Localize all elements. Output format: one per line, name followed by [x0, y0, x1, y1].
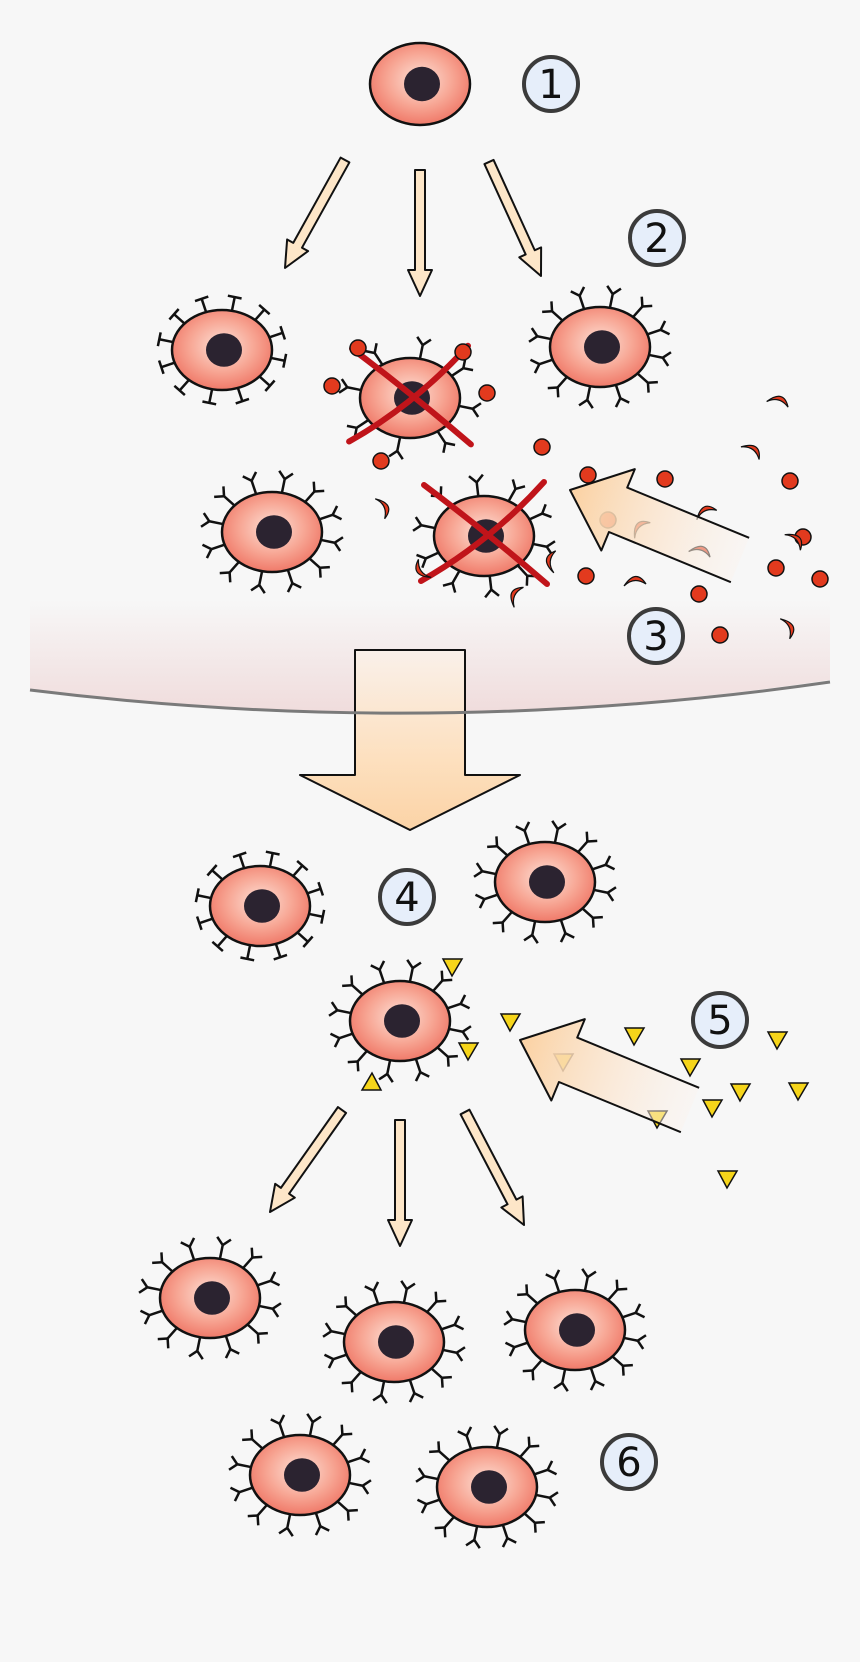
yellow-triangle-icon	[787, 1082, 810, 1102]
step-badge-2: 2	[628, 209, 686, 267]
receptor-cell-mid-left	[200, 470, 344, 594]
red-dot-icon	[811, 570, 829, 588]
receptor-cell-top-left	[156, 294, 288, 406]
expansion-arrow-right	[459, 1108, 525, 1226]
yellow-triangle-icon	[623, 1027, 646, 1047]
branch-arrow-right	[483, 158, 543, 277]
yellow-triangle-icon	[679, 1058, 702, 1078]
red-crescent-icon	[545, 550, 557, 574]
expansion-arrow-center	[387, 1119, 413, 1247]
cross-mark-mid	[418, 479, 550, 587]
receptor-cell-top-right	[528, 285, 672, 409]
clone-cell-2	[322, 1280, 466, 1404]
red-dot-icon	[656, 470, 674, 488]
step-badge-6: 6	[600, 1433, 658, 1491]
red-dot-icon	[690, 585, 708, 603]
step-number-2: 2	[644, 216, 669, 262]
clone-cell-1	[138, 1236, 282, 1360]
progenitor-cell	[368, 41, 472, 127]
red-dot-icon	[767, 559, 785, 577]
red-dot-icon	[454, 343, 472, 361]
step-badge-1: 1	[522, 55, 580, 113]
red-crescent-icon	[623, 575, 647, 587]
main-down-arrow	[299, 649, 521, 831]
step-badge-5: 5	[691, 991, 749, 1049]
yellow-triangle-icon	[766, 1031, 789, 1051]
red-dot-icon	[711, 626, 729, 644]
yellow-triangle-icon	[360, 1071, 383, 1091]
red-crescent-icon	[740, 444, 760, 460]
yellow-triangle-icon	[701, 1099, 724, 1119]
step-number-3: 3	[643, 614, 668, 660]
clone-cell-5	[415, 1425, 559, 1549]
boundary-line	[29, 680, 831, 715]
expansion-arrow-left	[269, 1106, 348, 1213]
red-crescent-icon	[766, 395, 789, 408]
clone-cell-4	[228, 1413, 372, 1537]
red-crescent-icon	[784, 533, 803, 551]
clone-cell-3	[503, 1268, 647, 1392]
branch-arrow-left	[284, 156, 351, 269]
stimulated-cell	[328, 959, 472, 1083]
yellow-triangle-icon	[716, 1170, 739, 1190]
red-crescent-icon	[510, 586, 524, 608]
red-dot-icon	[533, 438, 551, 456]
cross-mark-top	[346, 342, 474, 448]
red-dot-icon	[323, 377, 341, 395]
step-number-4: 4	[394, 875, 419, 921]
yellow-triangle-icon	[499, 1013, 522, 1033]
red-dot-icon	[579, 466, 597, 484]
step-badge-4: 4	[378, 868, 436, 926]
red-dot-icon	[349, 339, 367, 357]
yellow-triangle-icon	[457, 1042, 480, 1062]
yellow-triangle-icon	[729, 1083, 752, 1103]
step-number-1: 1	[538, 62, 563, 108]
red-crescent-icon	[415, 559, 432, 578]
step-badge-3: 3	[627, 607, 685, 665]
red-crescent-icon	[779, 618, 795, 640]
red-dot-icon	[577, 567, 595, 585]
signal-arrow-5	[519, 1018, 700, 1134]
red-dot-icon	[372, 452, 390, 470]
red-dot-icon	[781, 472, 799, 490]
surviving-cell-left	[194, 850, 326, 962]
step-number-5: 5	[707, 998, 732, 1044]
red-dot-icon	[478, 384, 496, 402]
surviving-cell-right	[473, 820, 617, 944]
yellow-triangle-icon	[441, 958, 464, 978]
step-number-6: 6	[616, 1440, 641, 1486]
signal-arrow-3	[569, 468, 750, 584]
branch-arrow-center	[407, 169, 433, 297]
red-crescent-icon	[374, 498, 390, 520]
